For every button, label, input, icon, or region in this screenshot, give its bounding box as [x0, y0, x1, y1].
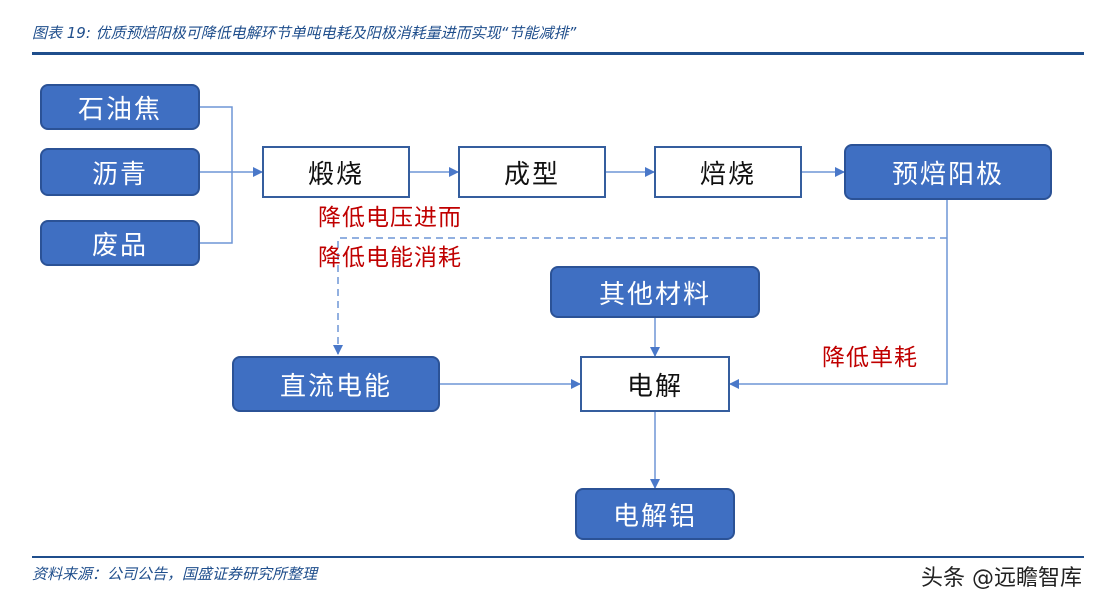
- connector-waste: [200, 172, 233, 244]
- node-petroleum-coke: 石油焦: [40, 84, 200, 130]
- node-electrolytic-aluminum: 电解铝: [575, 488, 735, 540]
- watermark: 头条 @远瞻智库: [921, 566, 1082, 591]
- node-asphalt: 沥青: [40, 148, 200, 196]
- dashed-feedback-line: [333, 237, 947, 355]
- figure-caption: 图表 19: 优质预焙阳极可降低电解环节单吨电耗及阳极消耗量进而实现“节能减排”: [32, 24, 577, 42]
- node-prebaked-anode: 预焙阳极: [844, 144, 1052, 200]
- note-reduce-voltage-line1: 降低电压进而: [318, 205, 462, 231]
- top-rule: [32, 52, 1084, 55]
- node-dc-power: 直流电能: [232, 356, 440, 412]
- node-waste: 废品: [40, 220, 200, 266]
- connector-petroleum-coke: [200, 106, 233, 172]
- node-other-materials: 其他材料: [550, 266, 760, 318]
- node-baking: 焙烧: [654, 146, 802, 198]
- node-calcining: 煅烧: [262, 146, 410, 198]
- connector-anode-down: [729, 198, 948, 389]
- node-forming: 成型: [458, 146, 606, 198]
- note-reduce-voltage-line2: 降低电能消耗: [318, 245, 462, 271]
- note-reduce-unit-consumption: 降低单耗: [822, 345, 918, 371]
- bottom-rule: [32, 556, 1084, 558]
- source-note: 资料来源：公司公告，国盛证券研究所整理: [32, 565, 318, 583]
- node-electrolysis: 电解: [580, 356, 730, 412]
